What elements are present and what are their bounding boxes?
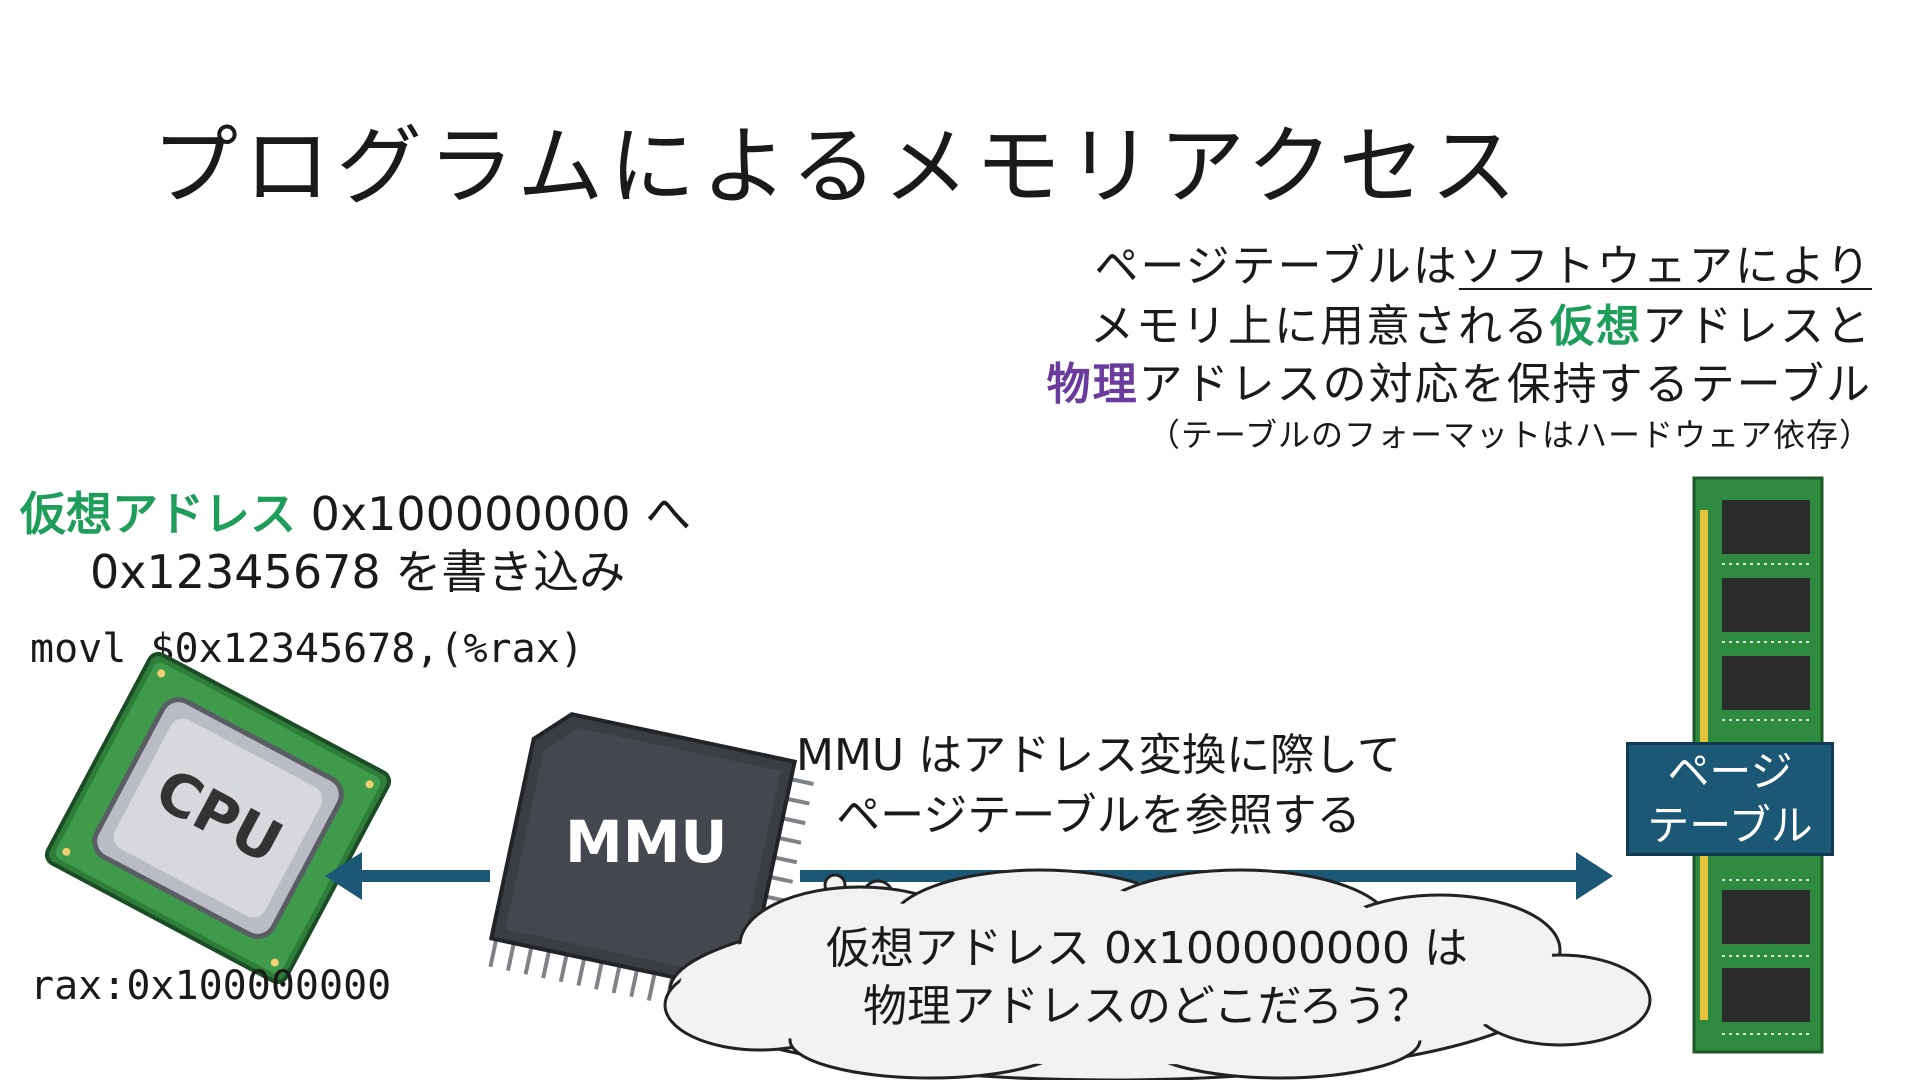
description-line-3: 物理アドレスの対応を保持するテーブル [1047,348,1872,412]
description-line-1: ページテーブルはソフトウェアにより [1094,230,1872,294]
mmu-note-line-2: ページテーブルを参照する [836,790,1361,841]
virtual-address-value: 0x100000000 へ [296,487,692,541]
slide-title: プログラムによるメモリアクセス [152,117,1523,217]
mmu-note: MMU はアドレス変換に際して ページテーブルを参照する [796,726,1401,846]
thought-line-2: 物理アドレスのどこだろう？ [862,981,1431,1032]
description-line-1-prefix: ページテーブルは [1094,241,1459,292]
mmu-label: MMU [565,808,728,876]
cpu-chip-icon: CPU [44,651,392,985]
register-value: rax:0x100000000 [30,963,392,1009]
virtual-write-line-1: 仮想アドレス 0x100000000 へ [20,478,691,544]
description-line-2-prefix: メモリ上に用意される [1090,301,1550,352]
mmu-note-line-1: MMU はアドレス変換に際して [796,730,1401,781]
thought-line-1: 仮想アドレス 0x100000000 は [826,923,1468,974]
asm-code: movl $0x12345678,(%rax) [30,626,584,672]
virtual-write-line-2: 0x12345678 を書き込み [90,545,626,599]
description-virtual-highlight: 仮想 [1550,301,1642,352]
page-table-line-1: ページ [1667,747,1793,796]
description-underlined-software: ソフトウェアにより [1458,241,1872,292]
description-physical-highlight: 物理 [1046,359,1139,410]
description-line-2-suffix: アドレスと [1642,301,1872,352]
description-line-2: メモリ上に用意される仮想アドレスと [1090,290,1872,354]
description-format-note: （テーブルのフォーマットはハードウェア依存） [1147,416,1872,454]
page-table-line-2: テーブル [1647,801,1813,850]
description-line-3-suffix: アドレスの対応を保持するテーブル [1138,359,1872,410]
arrow-to-cpu [325,852,490,900]
page-table-box: ページ テーブル [1626,742,1834,856]
virtual-address-label: 仮想アドレス [20,487,296,541]
mmu-chip-icon [488,712,814,1016]
thought-text: 仮想アドレス 0x100000000 は 物理アドレスのどこだろう？ [826,920,1468,1036]
